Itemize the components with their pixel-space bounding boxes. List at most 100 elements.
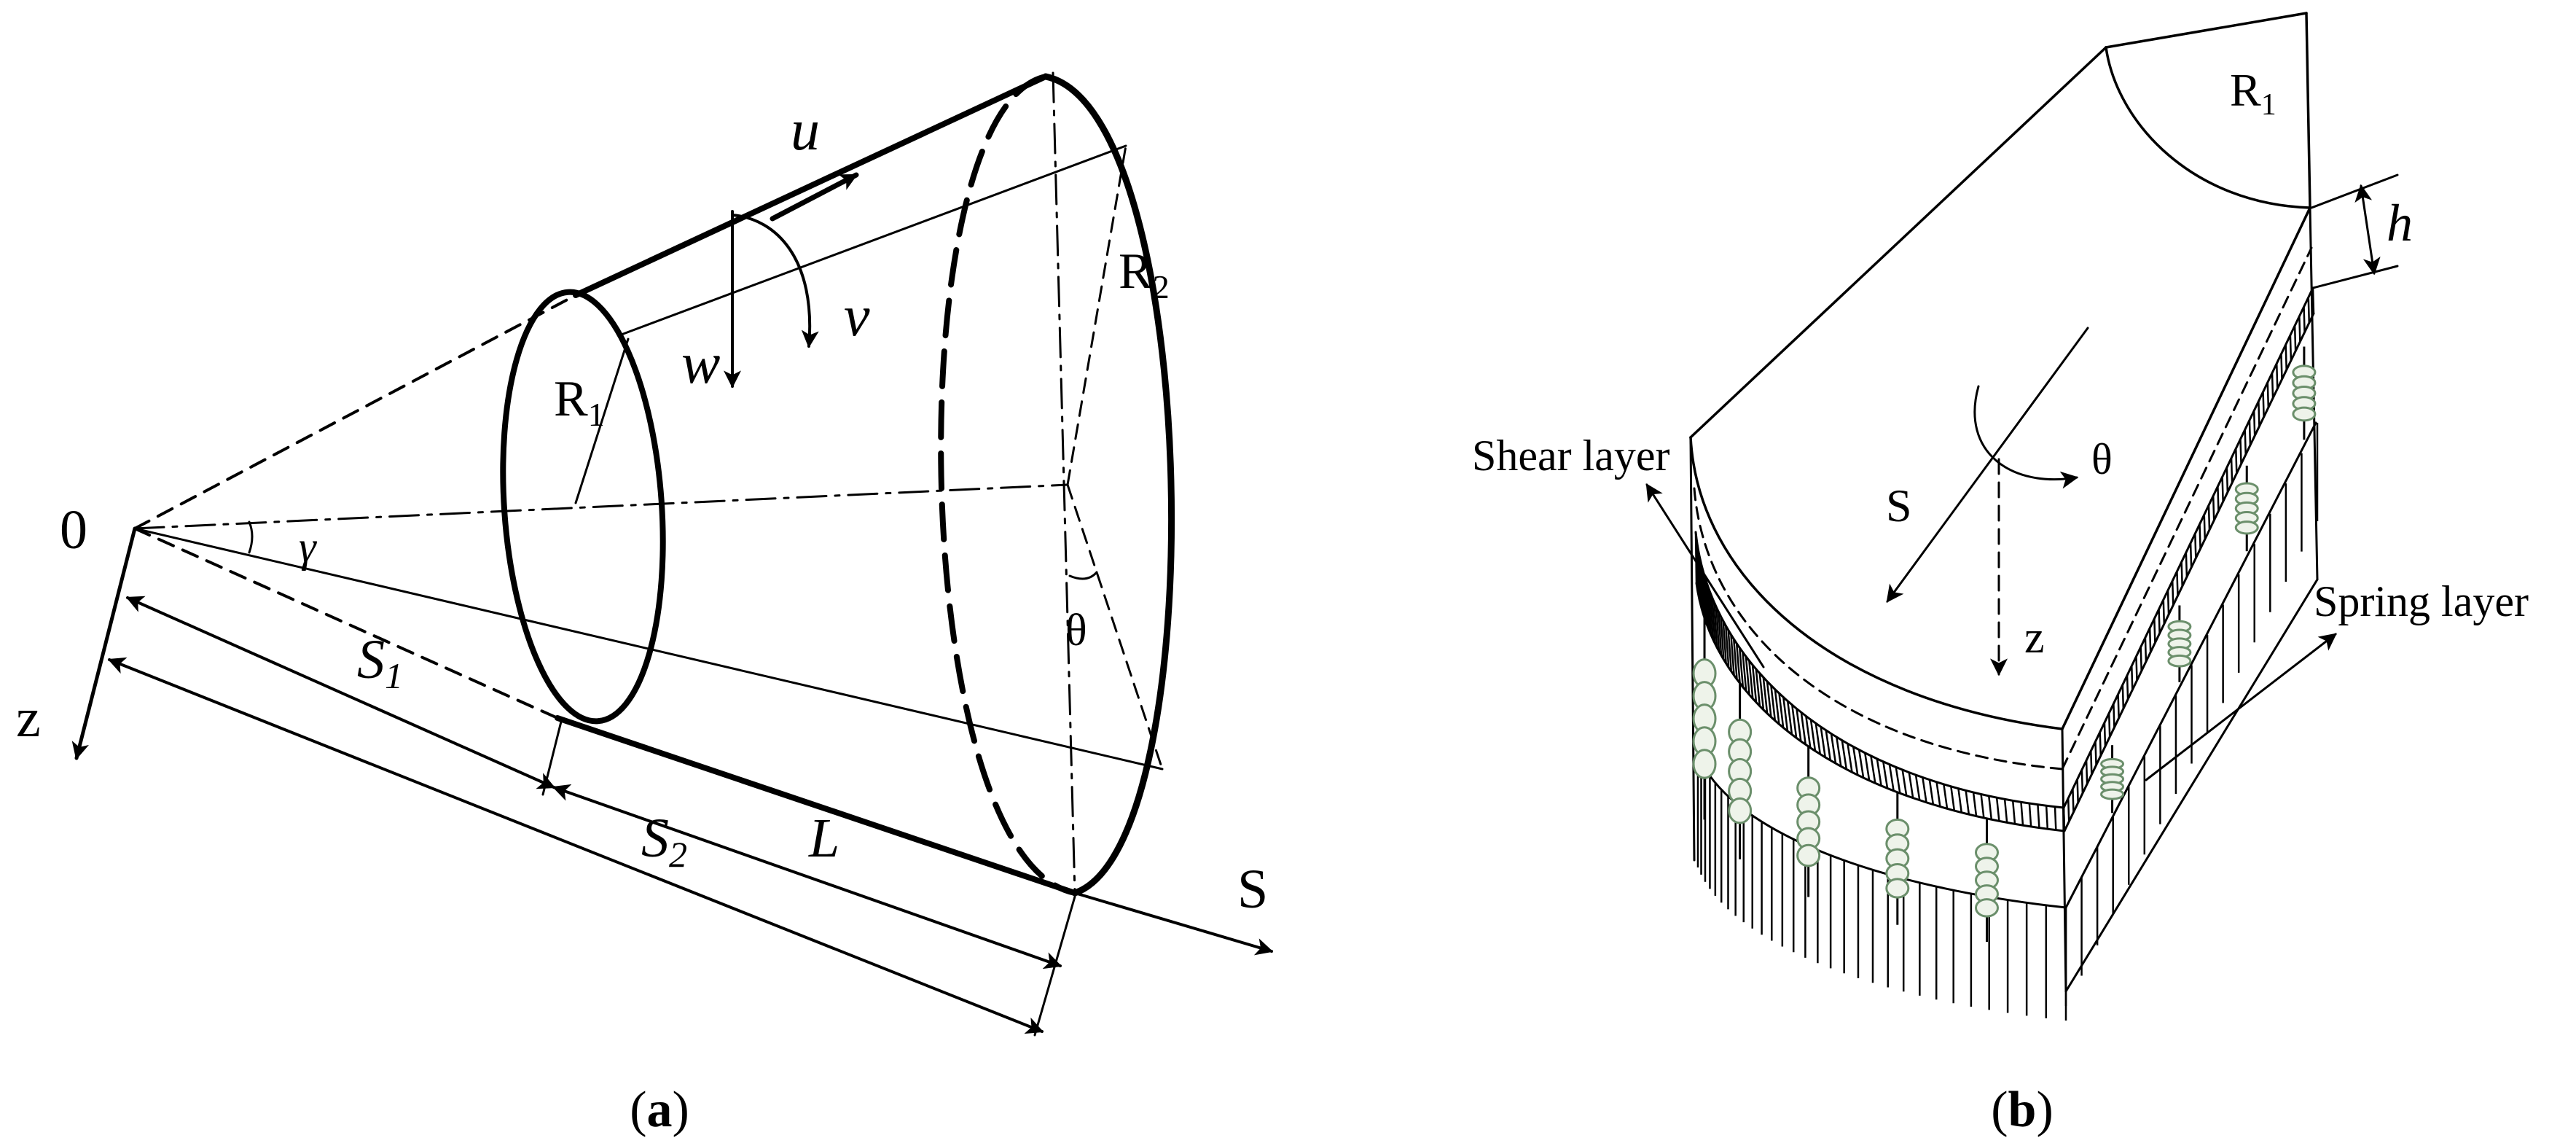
hatch-line <box>1805 716 1812 749</box>
hatch-line <box>2126 675 2129 700</box>
spring-coil <box>2100 788 2125 800</box>
spring-coil <box>1728 797 1753 824</box>
hatch-line <box>2280 354 2283 380</box>
hatch-line <box>1995 797 2000 822</box>
hatch-line <box>1888 764 1895 791</box>
hatch-line <box>1841 740 1848 770</box>
s-label-a: S <box>1237 859 1268 920</box>
hatch-line <box>2003 799 2008 823</box>
hatch-line <box>1706 584 1710 631</box>
hatch-line <box>2311 287 2315 314</box>
l-label: L <box>808 808 839 869</box>
hatch-line <box>1730 634 1735 676</box>
r1-label-b: R1 <box>2230 64 2276 122</box>
h-dimension-arrow <box>2354 184 2381 276</box>
u-direction-arrow <box>770 172 859 222</box>
s1-label: S1 <box>357 629 403 696</box>
hatch-line <box>1707 588 1712 635</box>
hatch-line <box>2113 703 2115 728</box>
sector-right-long-edge <box>2061 206 2311 730</box>
hatch-line <box>1700 565 1704 614</box>
hatch-line <box>1972 792 1978 816</box>
hatch-line <box>1988 795 1993 820</box>
w-label: w <box>681 332 720 396</box>
hatch-line <box>1720 616 1725 660</box>
shear-layer-leader <box>1645 483 1765 668</box>
spring-layer-springs <box>1692 346 2317 943</box>
hatch-line <box>1703 574 1707 623</box>
theta-label-b: θ <box>2091 435 2113 483</box>
hatch-line <box>1774 689 1780 725</box>
hatch-line <box>1762 677 1769 714</box>
cone-inner-upper-generator <box>618 144 1127 337</box>
hatch-line <box>1710 593 1714 639</box>
extension-line-large-ring <box>1033 895 1076 1037</box>
hatch-line <box>2099 732 2102 756</box>
spring-coil <box>1975 898 2000 918</box>
hatch-line <box>2203 515 2207 539</box>
spring-icon <box>1692 617 1717 820</box>
plate-bottom-dashed-side <box>2061 246 2313 771</box>
hatch-line <box>1739 647 1745 687</box>
large-ring-front-arc <box>1042 73 1175 897</box>
r1-radius-line <box>574 338 630 504</box>
hatch-line <box>1857 749 1865 779</box>
hatch-line <box>2185 552 2188 577</box>
hatch-line <box>1770 685 1777 721</box>
hatch-line <box>1748 660 1754 699</box>
hatch-line <box>1870 755 1876 784</box>
r2-radius-dashed <box>1066 144 1127 486</box>
hatch-line <box>1914 774 1921 800</box>
cone-outline <box>133 71 1164 896</box>
panel-a: 0 u v w R1 R2 γ θ z S1 S2 L S (a) <box>16 71 1274 1138</box>
hatch-line <box>1820 726 1826 758</box>
shear-layer-bottom-side <box>2063 312 2315 832</box>
hatch-line <box>2252 410 2256 436</box>
hatch-line <box>2244 429 2247 455</box>
hatch-line <box>2135 656 2138 681</box>
shear-layer-top-side <box>2062 286 2314 809</box>
hatch-line <box>2144 637 2148 662</box>
hatch-line <box>1895 767 1901 794</box>
h-extension-top <box>2310 173 2399 209</box>
large-ring-vertical-dashdot <box>1052 71 1076 894</box>
cone-bottom-dashed-line <box>133 527 559 719</box>
sector-right-edge <box>2105 12 2308 49</box>
gamma-angle-arc <box>248 520 254 554</box>
ground-hatching <box>1696 423 2319 1021</box>
u-label: u <box>791 98 820 163</box>
hatch-line <box>1965 790 1970 815</box>
h-label: h <box>2387 194 2413 252</box>
hatch-line <box>1882 761 1889 789</box>
hatch-line <box>2285 344 2287 370</box>
hatch-line <box>1782 697 1789 732</box>
hatch-line <box>2131 666 2134 690</box>
hatch-line <box>1718 612 1723 656</box>
hatch-line <box>2271 372 2274 399</box>
shear-layer-hatching <box>1694 531 2066 832</box>
hatch-line <box>1735 643 1741 684</box>
hatch-line <box>2289 335 2293 361</box>
hatch-line <box>1825 730 1832 761</box>
hatch-line <box>2171 580 2174 606</box>
hatch-line <box>2153 618 2156 643</box>
hatch-line <box>1727 630 1733 672</box>
s-axis-arrow-b <box>1886 327 2089 603</box>
hatch-line <box>1814 723 1822 754</box>
theta-rotation-arrow-b <box>1973 385 2079 489</box>
hatch-line <box>1722 620 1727 664</box>
hatch-line <box>2194 534 2197 558</box>
spring-layer-label: Spring layer <box>2314 577 2529 625</box>
hatch-line <box>2011 800 2016 824</box>
hatch-line <box>2276 363 2279 389</box>
h-extension-bottom <box>2311 265 2399 289</box>
hatch-line <box>1766 681 1772 717</box>
hatch-line <box>1702 570 1706 618</box>
sector-front-arc <box>1689 436 2064 730</box>
hatch-line <box>1800 712 1807 745</box>
hatch-line <box>2020 802 2024 826</box>
hatch-line <box>1786 701 1793 735</box>
hatch-line <box>1745 656 1750 695</box>
plate-bottom-dashed-curve <box>1693 487 2064 771</box>
